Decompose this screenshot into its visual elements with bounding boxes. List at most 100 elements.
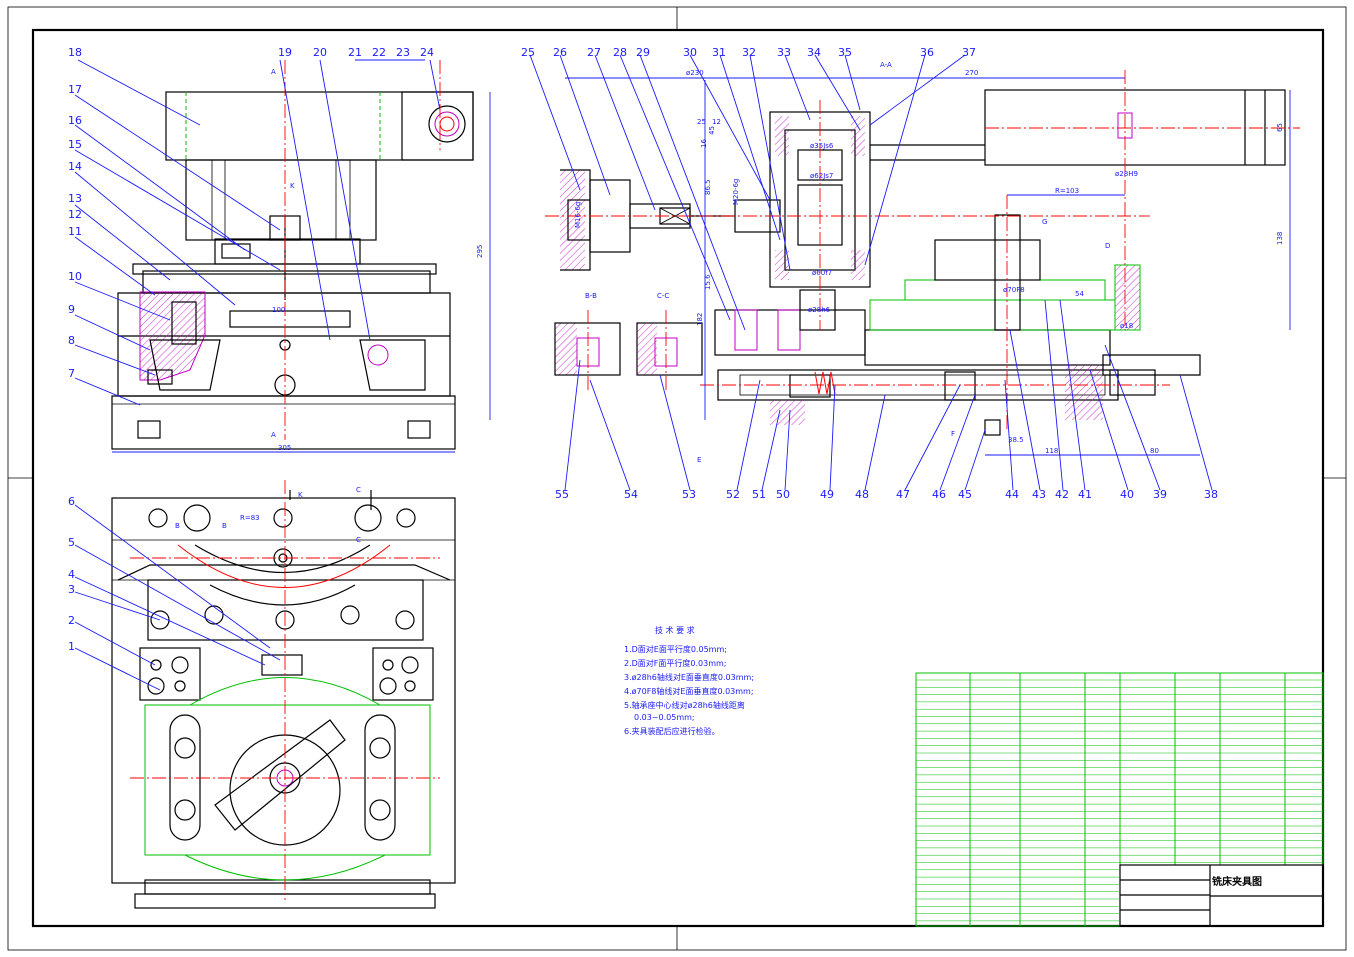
note-5: 5.轴承座中心线对ø28h6轴线距离 (624, 700, 745, 710)
callout-49: 49 (820, 488, 834, 501)
dim-45: 45 (708, 126, 716, 135)
callout-3: 3 (68, 583, 75, 596)
drawing-title: 铣床夹具图 (1212, 875, 1262, 888)
label-d: D (1105, 242, 1110, 250)
label-c-mid: C (356, 536, 361, 544)
callout-7: 7 (68, 367, 75, 380)
callout-30: 30 (683, 46, 697, 59)
callout-31: 31 (712, 46, 726, 59)
callout-44: 44 (1005, 488, 1019, 501)
callout-35: 35 (838, 46, 852, 59)
callout-38: 38 (1204, 488, 1218, 501)
dim-62js7: ø62Js7 (810, 172, 833, 180)
callout-leaders (74, 54, 1213, 691)
dim-12: 12 (712, 118, 721, 126)
dim-80: 80 (1150, 447, 1159, 455)
title-block (915, 672, 1324, 927)
callout-13: 13 (68, 192, 82, 205)
callout-24: 24 (420, 46, 434, 59)
callout-20: 20 (313, 46, 327, 59)
callout-12: 12 (68, 208, 82, 221)
front-view (111, 60, 491, 453)
callout-41: 41 (1078, 488, 1092, 501)
label-c-top: C (356, 486, 361, 494)
callout-47: 47 (896, 488, 910, 501)
callout-40: 40 (1120, 488, 1134, 501)
dim-m20: M20-6g (732, 179, 740, 205)
dim-m16: M16-6g (574, 202, 582, 228)
text-labels: 18 19 20 21 22 23 24 25 26 27 28 29 30 3… (68, 46, 1284, 888)
callout-23: 23 (396, 46, 410, 59)
callout-50: 50 (776, 488, 790, 501)
dim-65: 65 (1276, 123, 1284, 132)
callout-6: 6 (68, 495, 75, 508)
label-b-b: B-B (585, 292, 597, 300)
label-k: K (290, 182, 295, 190)
dim-182: 182 (696, 313, 704, 326)
dim-35js6: ø35Js6 (810, 142, 834, 150)
callout-10: 10 (68, 270, 82, 283)
dim-28h6: ø28h6 (808, 306, 831, 314)
label-b-right: B (222, 522, 227, 530)
dim-86-5: 86.5 (704, 179, 712, 195)
callout-39: 39 (1153, 488, 1167, 501)
section-a-a (545, 70, 1300, 456)
section-b-b (554, 310, 621, 390)
label-b-left: B (175, 522, 180, 530)
callout-19: 19 (278, 46, 292, 59)
dim-r83: R=83 (240, 514, 260, 522)
callout-43: 43 (1032, 488, 1046, 501)
callout-37: 37 (962, 46, 976, 59)
dim-60f7: ø60f7 (812, 269, 832, 277)
label-e: E (697, 456, 701, 464)
dim-18: ø18 (1120, 322, 1133, 330)
callout-36: 36 (920, 46, 934, 59)
note-6: 6.夹具装配后应进行检验。 (624, 726, 720, 736)
notes-heading: 技 术 要 求 (655, 625, 695, 635)
callout-55: 55 (555, 488, 569, 501)
callout-26: 26 (553, 46, 567, 59)
note-5b: 0.03~0.05mm; (634, 713, 695, 722)
callout-48: 48 (855, 488, 869, 501)
callout-46: 46 (932, 488, 946, 501)
dim-270: 270 (965, 69, 978, 77)
dim-16: 16 (700, 139, 708, 148)
callout-14: 14 (68, 160, 82, 173)
callout-54: 54 (624, 488, 638, 501)
callout-34: 34 (807, 46, 821, 59)
note-1: 1.D面对E面平行度0.05mm; (624, 644, 727, 654)
note-2: 2.D面对F面平行度0.03mm; (624, 658, 727, 668)
callout-15: 15 (68, 138, 82, 151)
label-k-arrow: K (298, 491, 303, 499)
callout-18: 18 (68, 46, 82, 59)
callout-9: 9 (68, 303, 75, 316)
callout-25: 25 (521, 46, 535, 59)
callout-4: 4 (68, 568, 75, 581)
dim-100: 100 (272, 306, 285, 314)
callout-32: 32 (742, 46, 756, 59)
dim-295: 295 (476, 245, 484, 258)
callout-53: 53 (682, 488, 696, 501)
callout-45: 45 (958, 488, 972, 501)
dim-70f8: ø70F8 (1003, 286, 1025, 294)
callout-5: 5 (68, 536, 75, 549)
section-c-c (636, 310, 703, 390)
callout-42: 42 (1055, 488, 1069, 501)
dim-38-5: 38.5 (1008, 436, 1024, 444)
callout-1: 1 (68, 640, 75, 653)
dim-305: 305 (278, 444, 291, 452)
callout-52: 52 (726, 488, 740, 501)
dim-118: 118 (1045, 447, 1058, 455)
label-g: G (1042, 218, 1047, 226)
label-a-top: A (271, 68, 276, 76)
callout-11: 11 (68, 225, 82, 238)
dim-138: 138 (1276, 232, 1284, 245)
callout-8: 8 (68, 334, 75, 347)
dim-r103: R=103 (1055, 187, 1079, 195)
callout-27: 27 (587, 46, 601, 59)
label-c-c: C-C (657, 292, 669, 300)
label-a-bottom: A (271, 431, 276, 439)
callout-29: 29 (636, 46, 650, 59)
dim-28h9: ø28H9 (1115, 170, 1138, 178)
